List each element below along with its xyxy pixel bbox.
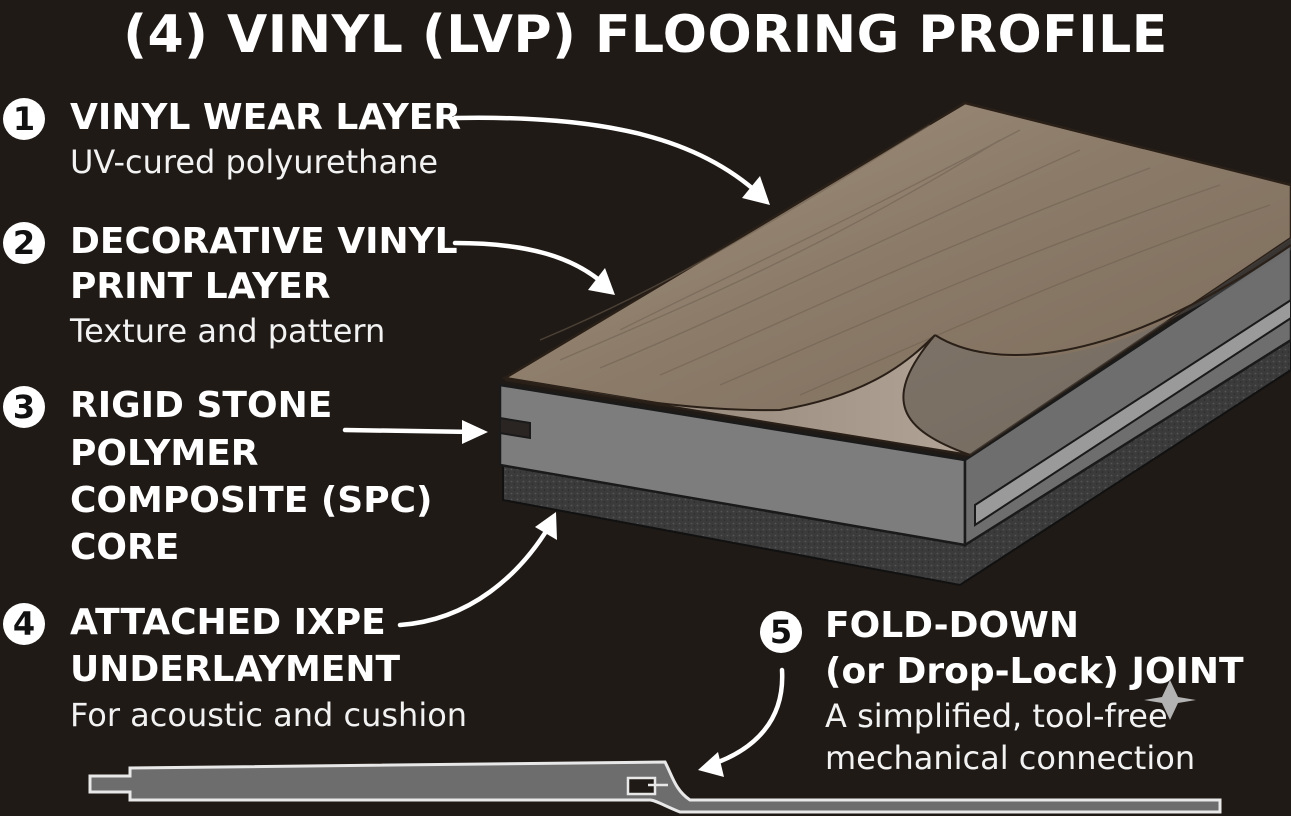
arrow-4 <box>397 522 553 628</box>
sparkle-icon <box>1144 680 1196 720</box>
layer-3-badge: 3 <box>3 386 45 428</box>
callout-arrows <box>342 115 785 768</box>
arrow-3 <box>342 427 478 435</box>
layer-4-description: For acoustic and cushion <box>70 696 468 734</box>
layer-2-badge: 2 <box>3 222 45 264</box>
layer-4-badge: 4 <box>3 603 45 645</box>
layer-1-badge: 1 <box>3 98 45 140</box>
layer-3-heading-line-2: POLYMER <box>70 433 259 474</box>
layer-5-heading-line-1: FOLD-DOWN <box>825 605 1079 646</box>
layer-3-heading-line-3: COMPOSITE (SPC) <box>70 480 433 521</box>
layer-3-heading-line-1: RIGID STONE <box>70 385 333 426</box>
layer-4-heading-line-2: UNDERLAYMENT <box>70 649 401 690</box>
layer-2-heading-line-1: DECORATIVE VINYL <box>70 221 458 262</box>
layer-5-description-line-2: mechanical connection <box>825 739 1196 777</box>
layer-3-heading-line-4: CORE <box>70 527 180 568</box>
layer-2-description: Texture and pattern <box>70 312 386 350</box>
layer-4-heading-line-1: ATTACHED IXPE <box>70 602 386 643</box>
layer-5-badge: 5 <box>760 611 802 653</box>
layer-5-description-line-1: A simplified, tool-free <box>825 697 1168 735</box>
layer-2-heading-line-2: PRINT LAYER <box>70 266 331 307</box>
layer-1-heading: VINYL WEAR LAYER <box>70 97 462 138</box>
arrow-1 <box>452 115 763 198</box>
arrow-2 <box>452 240 608 288</box>
arrow-5 <box>707 667 785 768</box>
spc-core-layer <box>498 243 1291 548</box>
joint-profile <box>88 760 1222 814</box>
layer-5-heading-line-2: (or Drop-Lock) JOINT <box>825 651 1244 692</box>
arrow-heads <box>462 176 770 777</box>
arrow-head-1 <box>742 176 770 205</box>
layer-1-description: UV-cured polyurethane <box>70 143 439 181</box>
wear-layer-surface <box>501 101 1291 457</box>
page-title: (4) VINYL (LVP) FLOORING PROFILE <box>123 5 1168 65</box>
